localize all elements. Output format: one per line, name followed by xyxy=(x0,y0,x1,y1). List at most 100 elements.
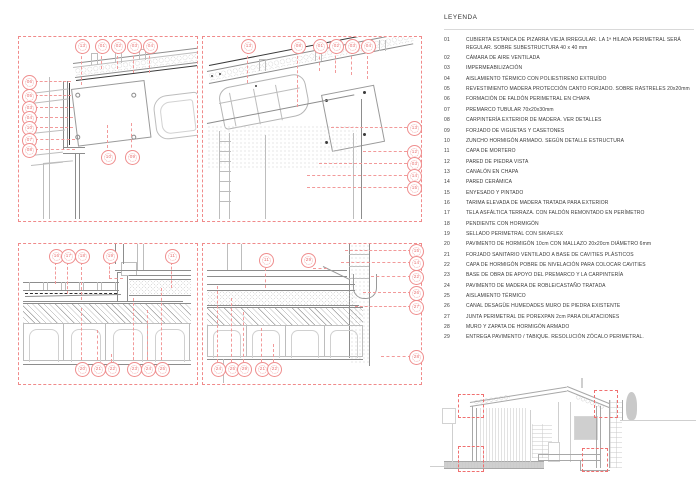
legend-item: 07 PREMARCO TUBULAR 70x20x30mm xyxy=(444,107,694,115)
callout-bubble[interactable]: 14 xyxy=(409,256,424,271)
detail-panel-top-left[interactable]: 13 01 02 03 04 06 05 03 04 10 07 08 10 0… xyxy=(18,36,198,222)
callout-bubble[interactable]: 18 xyxy=(75,249,90,264)
callout-bubble[interactable]: 21 xyxy=(91,362,106,377)
detail-panel-bottom-right[interactable]: 11 29 15 14 22 26 27 28 24 25 29 21 22 xyxy=(202,243,424,385)
legend-item-text: BASE DE OBRA DE APOYO DEL PREMARCO Y LA … xyxy=(466,272,624,279)
legend-item-text: PAVIMENTO DE HORMIGÓN 10cm CON MALLAZO 2… xyxy=(466,241,652,248)
legend-item-text: CUBIERTA ESTANCA DE PIZARRA VIEJA IRREGU… xyxy=(466,37,681,51)
callout-bubble[interactable]: 11 xyxy=(259,253,274,268)
legend-item-text: PREMARCO TUBULAR 70x20x30mm xyxy=(466,106,554,113)
callout-bubble[interactable]: 03 xyxy=(407,157,422,172)
callout-bubble[interactable]: 03 xyxy=(345,39,360,54)
legend-item-number: 11 xyxy=(444,148,450,155)
key-marker-bottom-left[interactable] xyxy=(458,446,484,472)
legend-item-number: 02 xyxy=(444,55,450,62)
callout-bubble[interactable]: 06 xyxy=(22,75,37,90)
callout-bubble[interactable]: 02 xyxy=(329,39,344,54)
callout-bubble[interactable]: 15 xyxy=(409,244,424,259)
legend-item-text: FORMACIÓN DE FALDÓN PERIMETRAL EN CHAPA xyxy=(466,96,590,103)
callout-bubble[interactable]: 10 xyxy=(22,121,37,136)
callout-bubble[interactable]: 24 xyxy=(141,362,156,377)
key-marker-bottom-right[interactable] xyxy=(582,448,608,472)
callout-bubble[interactable]: 26 xyxy=(409,286,424,301)
detail-panel-top-right[interactable]: 13 08 01 02 03 04 13 12 03 14 15 xyxy=(202,36,422,222)
callout-bubble[interactable]: 20 xyxy=(75,362,90,377)
legend-item-number: 17 xyxy=(444,210,450,217)
legend-item-number: 03 xyxy=(444,65,450,72)
legend-item: 10 ZUNCHO HORMIGÓN ARMADO. SEGÚN DETALLE … xyxy=(444,138,694,146)
callout-bubble[interactable]: 09 xyxy=(125,150,140,165)
callout-bubble[interactable]: 11 xyxy=(165,249,180,264)
legend-item-number: 21 xyxy=(444,251,450,258)
leader-line xyxy=(109,262,110,278)
leader-line xyxy=(111,354,112,362)
legend-item-number: 15 xyxy=(444,189,450,196)
callout-bubble[interactable]: 29 xyxy=(301,253,316,268)
callout-bubble[interactable]: 29 xyxy=(237,362,252,377)
legend-item-text: CANALÓN EN CHAPA xyxy=(466,168,519,175)
legend-item-text: PARED DE PIEDRA VISTA xyxy=(466,158,529,165)
callout-bubble[interactable]: 13 xyxy=(75,39,90,54)
leader-line xyxy=(161,288,162,360)
leader-line xyxy=(351,51,352,75)
legend-item-number: 10 xyxy=(444,137,450,144)
legend-item-text: ENTREGA PAVIMENTO / TABIQUE. RESOLUCIÓN … xyxy=(466,334,644,341)
callout-bubble[interactable]: 23 xyxy=(127,362,142,377)
callout-bubble[interactable]: 24 xyxy=(211,362,226,377)
key-section-drawing[interactable] xyxy=(430,372,696,492)
leader-line xyxy=(381,356,411,357)
legend-item-text: IMPERMEABILIZACIÓN xyxy=(466,65,523,72)
leader-line xyxy=(117,51,118,69)
detail-panel-bottom-left[interactable]: 16 17 18 19 11 20 21 22 23 24 25 xyxy=(18,243,198,385)
legend-item-text: ZUNCHO HORMIGÓN ARMADO. SEGÚN DETALLE ES… xyxy=(466,137,625,144)
legend-title: LEYENDA xyxy=(444,14,478,21)
scale-person-figure xyxy=(626,392,637,420)
callout-bubble[interactable]: 14 xyxy=(407,169,422,184)
callout-bubble[interactable]: 28 xyxy=(409,350,424,365)
callout-bubble[interactable]: 22 xyxy=(267,362,282,377)
callout-bubble[interactable]: 22 xyxy=(105,362,120,377)
leader-line xyxy=(319,51,320,71)
key-marker-top-right[interactable] xyxy=(594,390,618,418)
leader-line xyxy=(55,262,56,284)
leader-line xyxy=(35,149,75,150)
callout-bubble[interactable]: 25 xyxy=(155,362,170,377)
callout-bubble[interactable]: 27 xyxy=(409,300,424,315)
leader-line xyxy=(247,51,248,83)
callout-bubble[interactable]: 13 xyxy=(407,121,422,136)
legend-item-number: 13 xyxy=(444,168,450,175)
callout-bubble[interactable]: 01 xyxy=(95,39,110,54)
callout-bubble[interactable]: 01 xyxy=(313,39,328,54)
callout-bubble[interactable]: 08 xyxy=(291,39,306,54)
legend-item-number: 09 xyxy=(444,127,450,134)
callout-bubble[interactable]: 04 xyxy=(361,39,376,54)
callout-bubble[interactable]: 15 xyxy=(407,181,422,196)
legend-item-number: 19 xyxy=(444,230,450,237)
legend-item-text: JUNTA PERIMETRAL DE POREXPAN 2cm PARA DI… xyxy=(466,313,620,320)
leader-line xyxy=(35,139,75,140)
callout-bubble[interactable]: 02 xyxy=(111,39,126,54)
callout-bubble[interactable]: 03 xyxy=(127,39,142,54)
detail-drawing-bottom-right xyxy=(203,244,421,384)
callout-bubble[interactable]: 19 xyxy=(103,249,118,264)
callout-bubble[interactable]: 10 xyxy=(101,150,116,165)
callout-bubble[interactable]: 08 xyxy=(22,143,37,158)
callout-bubble[interactable]: 04 xyxy=(143,39,158,54)
legend-item-number: 07 xyxy=(444,106,450,113)
leader-line xyxy=(35,81,71,82)
leader-line xyxy=(335,51,336,73)
callout-bubble[interactable]: 17 xyxy=(61,249,76,264)
callout-bubble[interactable]: 22 xyxy=(409,270,424,285)
legend-item-text: TARIMA ELEVADA DE MADERA TRATADA PARA EX… xyxy=(466,199,609,206)
callout-bubble[interactable]: 13 xyxy=(241,39,256,54)
key-marker-top-left[interactable] xyxy=(458,394,484,418)
leader-line xyxy=(81,262,82,300)
